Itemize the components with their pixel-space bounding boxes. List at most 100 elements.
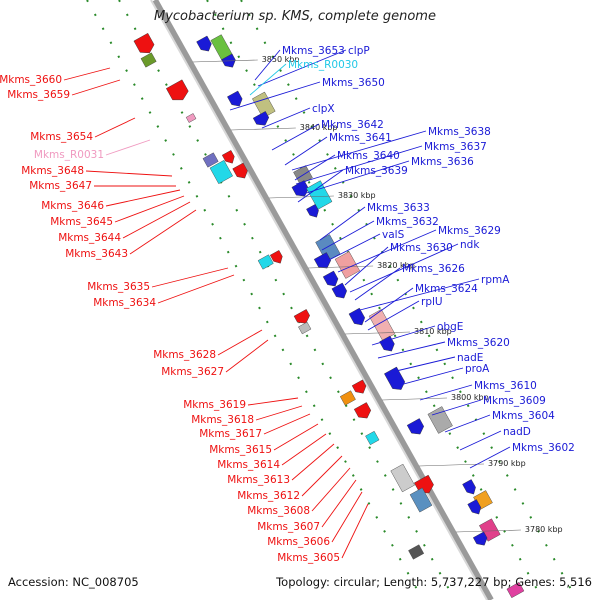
gene-label-right: Mkms_3639 (345, 165, 408, 177)
gene-block-39 (409, 487, 433, 513)
left-leader-line (63, 67, 111, 81)
gene-label-right: nadD (503, 426, 531, 438)
gene-arrow-40 (462, 479, 476, 495)
gene-label-right: nadE (457, 352, 483, 364)
left-leader-line (291, 443, 335, 481)
tick-mark (381, 397, 448, 401)
right-leader-line (354, 267, 401, 301)
gene-block-23 (257, 254, 274, 270)
right-leader-line (444, 414, 491, 433)
gene-label-right: Mkms_3638 (428, 126, 491, 138)
label-leader-lines (63, 49, 511, 559)
gene-arrow-21 (322, 270, 339, 287)
backbone-highlight (150, 0, 488, 600)
tick-mark (418, 463, 484, 467)
gene-label-right: ndk (460, 239, 480, 251)
gene-arrow-11 (221, 150, 235, 164)
gene-label-right: valS (382, 229, 405, 241)
gene-label-left: Mkms_3645 (50, 216, 113, 228)
gene-label-left: Mkms_3608 (247, 505, 310, 517)
left-leader-line (217, 329, 263, 356)
gene-arrow-44 (472, 531, 488, 546)
gene-arrow-34 (406, 418, 424, 435)
gene-arrow-13 (232, 162, 248, 179)
gene-arrow-27 (348, 307, 366, 326)
gene-label-right: proA (465, 363, 490, 375)
gene-arrow-24 (269, 250, 283, 264)
gene-block-10 (202, 152, 219, 168)
gene-label-left: Mkms_R0031 (34, 149, 104, 161)
gene-label-right: Mkms_3626 (402, 263, 465, 275)
gene-label-left: Mkms_3654 (30, 131, 93, 143)
gene-label-right: Mkms_3609 (483, 395, 546, 407)
gene-label-left: Mkms_3647 (29, 180, 92, 192)
right-leader-line (337, 229, 437, 273)
genome-backbone (150, 0, 494, 600)
gene-label-right: Mkms_3636 (411, 156, 474, 168)
tick-label: 3850 kbp (262, 55, 300, 64)
right-leader-line (321, 220, 375, 251)
gene-block-36 (365, 430, 380, 446)
gene-block-28 (368, 309, 396, 341)
gene-label-left: Mkms_3628 (153, 349, 216, 361)
gene-label-left: Mkms_3607 (257, 521, 320, 533)
gene-block-26 (298, 321, 312, 335)
gene-arrow-42 (467, 499, 482, 515)
left-leader-line (341, 503, 369, 559)
tick-mark (455, 529, 521, 533)
left-leader-line (301, 455, 343, 497)
left-leader-line (247, 397, 299, 406)
right-leader-line (297, 169, 344, 203)
gene-label-left: Mkms_3659 (7, 89, 70, 101)
gene-label-left: Mkms_3644 (58, 232, 121, 244)
gene-block-37 (390, 463, 415, 493)
tick-mark (308, 265, 374, 269)
right-leader-line (349, 243, 459, 293)
accession-text: Accession: NC_008705 (8, 575, 139, 589)
left-leader-line (122, 201, 191, 239)
left-leader-line (85, 170, 173, 177)
genome-summary: Topology: circular; Length: 5,737,227 bp… (276, 575, 592, 589)
tick-label: 3840 kbp (300, 123, 338, 132)
tick-label: 3820 kbp (377, 261, 415, 270)
right-leader-line (271, 123, 320, 151)
left-leader-line (331, 491, 363, 543)
left-leader-line (105, 139, 151, 156)
right-leader-line (364, 287, 414, 323)
left-leader-line (281, 433, 327, 466)
gene-label-left: Mkms_3646 (41, 200, 104, 212)
tick-mark (192, 59, 258, 63)
gene-arrow-0 (133, 32, 155, 54)
gene-label-left: Mkms_3612 (237, 490, 300, 502)
tick-label: 3830 kbp (338, 191, 376, 200)
gene-block-46 (506, 581, 525, 599)
right-leader-line (419, 384, 473, 401)
right-leader-line (299, 160, 410, 196)
right-leader-line (371, 325, 436, 346)
gene-arrow-4 (221, 53, 236, 68)
right-leader-line (391, 356, 456, 373)
gene-label-left: Mkms_3605 (277, 552, 340, 564)
gene-label-left: Mkms_3643 (65, 248, 128, 260)
gene-label-right: rpmA (481, 274, 510, 286)
gene-label-right: Mkms_3642 (321, 119, 384, 131)
left-leader-line (273, 423, 319, 451)
gene-block-35 (427, 406, 453, 434)
right-leader-line (377, 341, 446, 359)
left-leader-line (321, 479, 357, 528)
left-leader-line (129, 209, 197, 255)
gene-label-left: Mkms_3613 (227, 474, 290, 486)
genome-title: Mycobacterium sp. KMS, complete genome (154, 9, 436, 24)
gene-label-left: Mkms_3606 (267, 536, 330, 548)
gene-block-12 (209, 159, 233, 185)
backbone-line (152, 0, 494, 600)
gene-label-right: Mkms_3632 (376, 216, 439, 228)
gene-label-right: Mkms_3630 (390, 242, 453, 254)
left-leader-line (157, 274, 235, 304)
left-leader-line (263, 413, 311, 435)
gene-arrow-8 (252, 111, 270, 126)
tick-label: 3800 kbp (451, 393, 489, 402)
left-leader-line (151, 267, 229, 288)
